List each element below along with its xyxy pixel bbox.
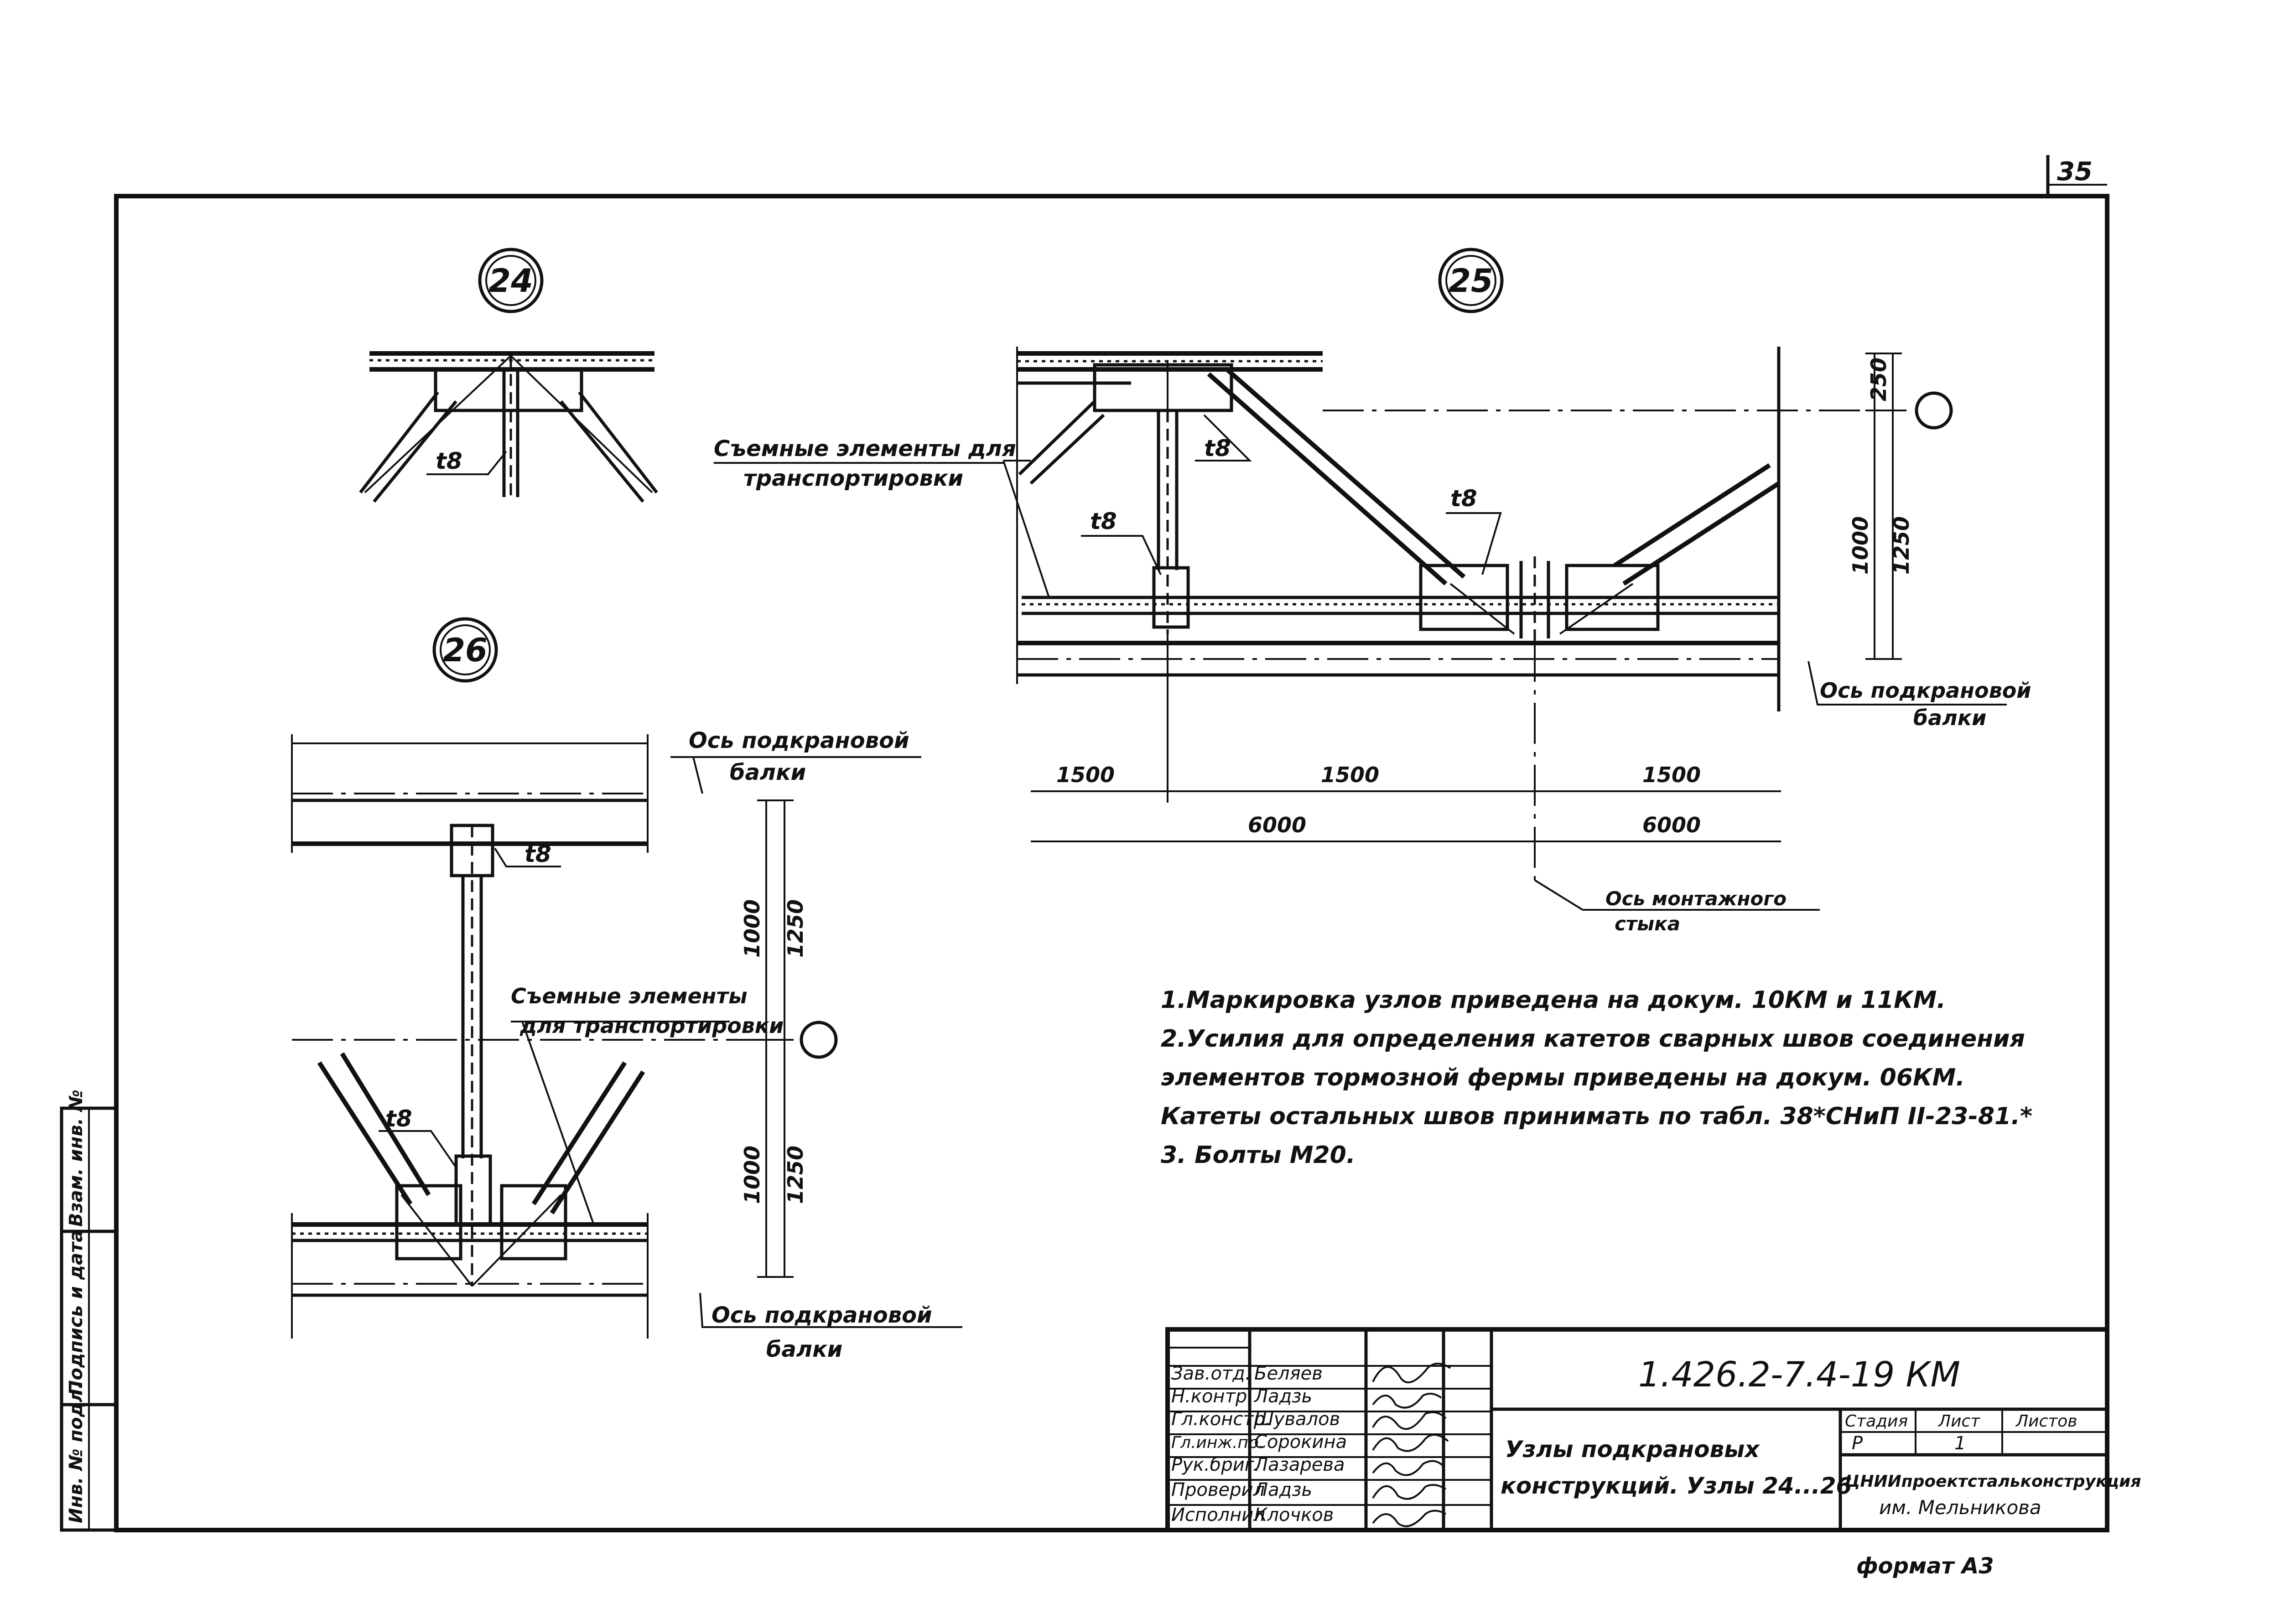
- document-code: 1.426.2-7.4-19 КМ: [1638, 1354, 1960, 1395]
- node-25-joint-label: Ось монтажного: [1605, 887, 1787, 910]
- node-25-plate-right: t8: [1450, 485, 1477, 512]
- signature-role-6: Проверил: [1171, 1479, 1265, 1500]
- node-24-detail: [359, 351, 658, 503]
- sheet-frame: [114, 155, 2109, 1532]
- signature-role-7: Исполнил: [1171, 1505, 1265, 1525]
- node-26-plate-top: t8: [525, 841, 551, 867]
- node-26-removable-label-2: для транспортировки: [519, 1013, 784, 1038]
- node-26-removable-label: Съемные элементы: [511, 984, 748, 1008]
- sheets-header: Листов: [2015, 1412, 2077, 1431]
- node-25-joint-label-2: стыка: [1615, 913, 1680, 935]
- node-25-axis-label: Ось подкрановой: [1820, 678, 2031, 703]
- node-26-axis-bottom-2: балки: [766, 1337, 842, 1362]
- signature-name-1: Беляев: [1254, 1363, 1323, 1384]
- node-25-detail: [1002, 347, 2007, 911]
- node-25-dim-1250: 1250: [1889, 516, 1914, 575]
- note-line-2: 2.Усилия для определения катетов сварных…: [1161, 1025, 2025, 1053]
- node-25-plate-top: t8: [1204, 435, 1231, 462]
- node-marker-26: [432, 617, 498, 683]
- node-26-axis-top: Ось подкрановой: [689, 728, 909, 753]
- signature-role-1: Зав.отд.: [1171, 1363, 1251, 1384]
- node-25-dim-250: 250: [1866, 358, 1891, 401]
- signature-role-5: Рук.бриг.: [1171, 1454, 1260, 1475]
- note-line-5: 3. Болты М20.: [1161, 1141, 1356, 1169]
- title-block-grid: [1165, 1327, 2109, 1532]
- note-line-1: 1.Маркировка узлов приведена на докум. 1…: [1161, 986, 1946, 1014]
- organization-name-2: им. Мельникова: [1879, 1496, 2041, 1519]
- drawing-title-line-1: Узлы подкрановых: [1505, 1436, 1760, 1463]
- signature-name-4: Сорокина: [1254, 1432, 1347, 1453]
- node-25-removable-label-2: транспортировки: [743, 466, 963, 491]
- node-25-plate-left: t8: [1090, 508, 1117, 534]
- node-25-dim-1000: 1000: [1848, 516, 1873, 575]
- node-26-number: 26: [443, 632, 487, 669]
- sheet-header: Лист: [1937, 1412, 1980, 1431]
- stage-value: Р: [1852, 1433, 1863, 1454]
- node-26-dim-1250-lower: 1250: [783, 1146, 808, 1204]
- note-line-3: элементов тормозной фермы приведены на д…: [1161, 1064, 1965, 1091]
- signature-role-2: Н.контр.: [1171, 1386, 1253, 1407]
- signature-role-4: Гл.инж.пр.: [1171, 1433, 1264, 1452]
- node-24-number: 24: [488, 262, 533, 300]
- margin-inv-no: Инв. № подл.: [66, 1382, 87, 1523]
- drawing-title-line-2: конструкций. Узлы 24...26: [1501, 1473, 1852, 1499]
- node-26-dim-1000-upper: 1000: [740, 899, 764, 958]
- node-24-plate-label: t8: [436, 448, 462, 474]
- node-25-dim-1500-b: 1500: [1321, 763, 1379, 787]
- node-25-removable-label: Съемные элементы для: [714, 436, 1016, 462]
- sheet-format: формат А3: [1856, 1553, 1994, 1579]
- signature-role-3: Гл.констр.: [1171, 1409, 1271, 1430]
- signature-name-7: Клочков: [1254, 1505, 1334, 1525]
- node-25-number: 25: [1449, 262, 1493, 300]
- margin-stamp: [60, 1106, 118, 1532]
- node-26-axis-top-2: балки: [730, 760, 806, 785]
- signature-name-5: Лазарева: [1253, 1454, 1345, 1475]
- node-25-axis-label-2: балки: [1913, 706, 1986, 730]
- node-26-axis-bottom: Ось подкрановой: [712, 1302, 932, 1328]
- organization-name: ЦНИИпроектстальконструкция: [1845, 1472, 2141, 1491]
- node-25-dim-6000-a: 6000: [1248, 813, 1306, 837]
- stage-header: Стадия: [1845, 1412, 1908, 1431]
- node-26-plate-bottom: t8: [385, 1105, 412, 1132]
- signature-name-2: Ладзь: [1253, 1386, 1312, 1407]
- signature-name-3: Шувалов: [1254, 1409, 1340, 1430]
- page-number: 35: [2057, 157, 2093, 187]
- margin-replacement-inv: Взам. инв. №: [66, 1090, 87, 1227]
- node-25-dim-6000-b: 6000: [1642, 813, 1701, 837]
- node-26-dim-1000-lower: 1000: [740, 1146, 764, 1204]
- margin-signature-date: Подпись и дата: [66, 1230, 87, 1396]
- node-25-dim-1500-a: 1500: [1056, 763, 1115, 787]
- sheet-value: 1: [1954, 1433, 1966, 1454]
- node-26-dim-1250-upper: 1250: [783, 899, 808, 958]
- node-25-dim-1500-c: 1500: [1642, 763, 1701, 787]
- node-marker-25: [1438, 248, 1504, 313]
- node-26-detail: [291, 734, 962, 1339]
- note-line-4: Катеты остальных швов принимать по табл.…: [1161, 1103, 2032, 1130]
- signature-name-6: Ладзь: [1253, 1479, 1312, 1500]
- node-marker-24: [478, 248, 544, 313]
